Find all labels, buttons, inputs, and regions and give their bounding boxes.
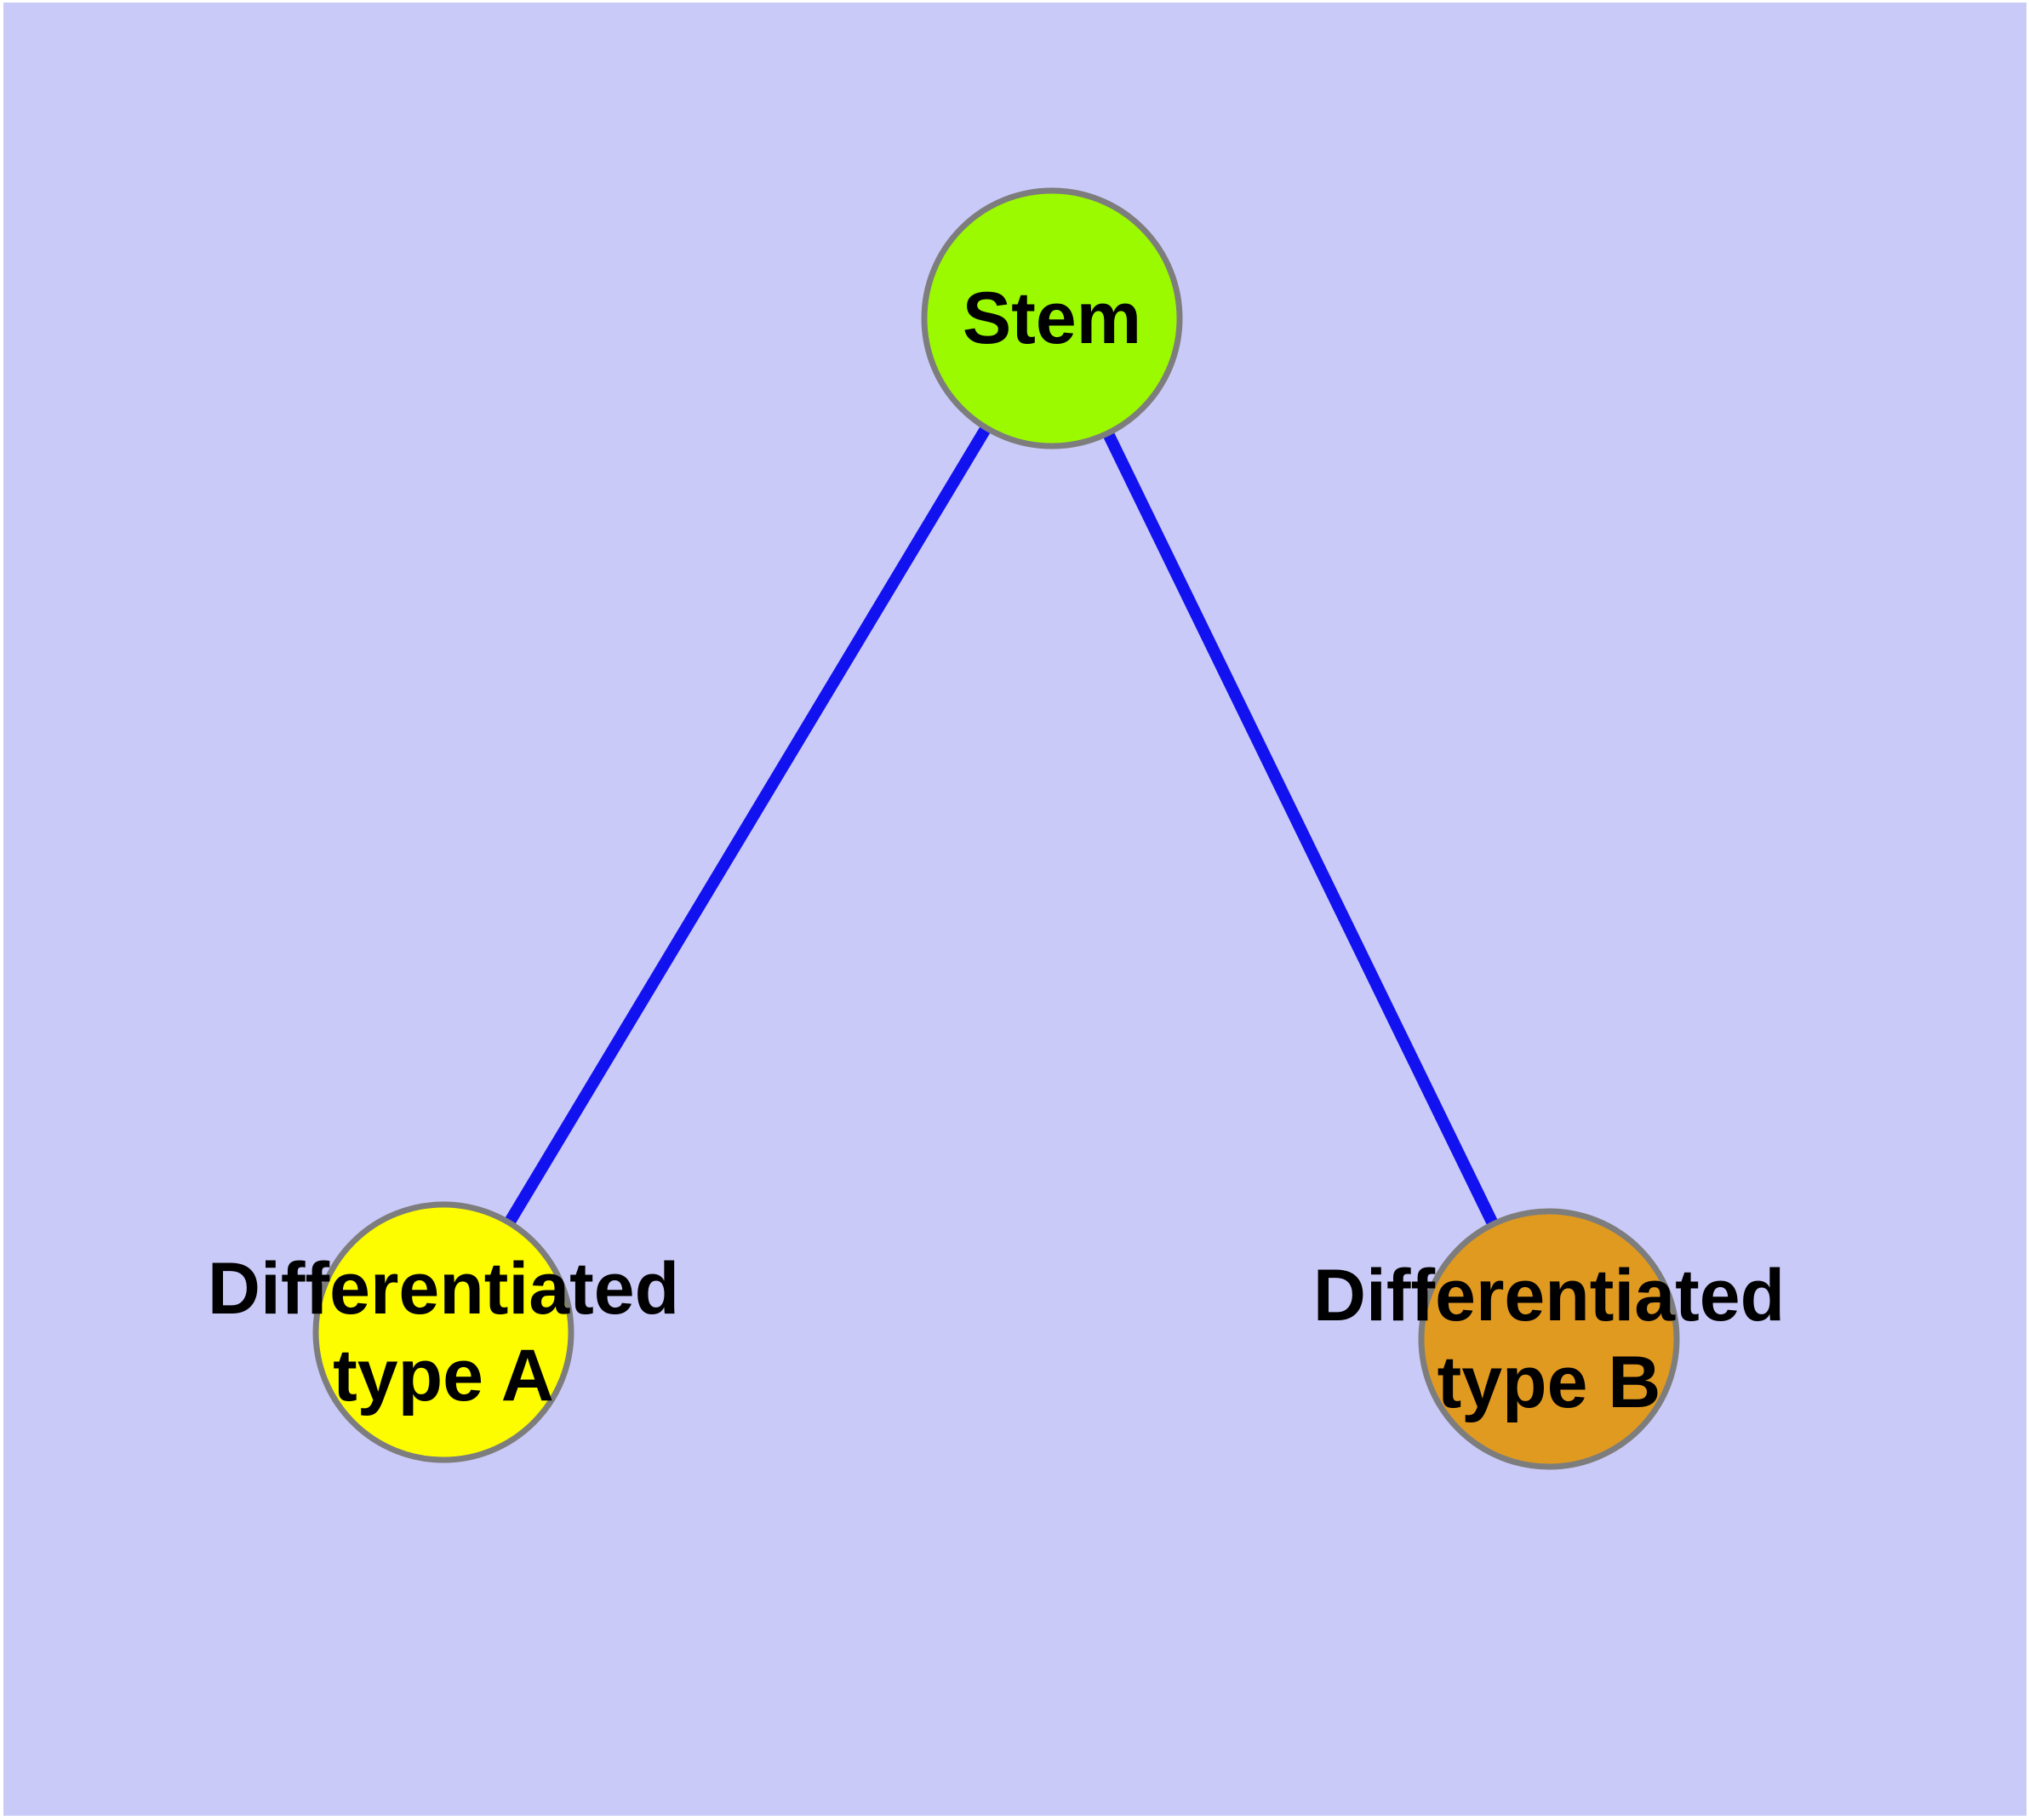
type-b-node: Differentiated type B bbox=[1313, 1208, 1785, 1470]
stem-node-label: Stem bbox=[963, 278, 1141, 359]
type-a-node-label-line2: type A bbox=[333, 1335, 554, 1417]
type-b-node-label-line1: Differentiated bbox=[1313, 1255, 1785, 1336]
type-a-node-label-line1: Differentiated bbox=[208, 1248, 679, 1330]
stem-node-circle bbox=[921, 187, 1183, 449]
edge-stem-to-type-a bbox=[437, 315, 1058, 1336]
type-b-node-label-line2: type B bbox=[1437, 1342, 1661, 1423]
edge-stem-to-type-b bbox=[1046, 315, 1555, 1342]
type-a-node-circle bbox=[312, 1201, 574, 1463]
stem-node: Stem bbox=[921, 187, 1183, 449]
type-b-node-circle bbox=[1418, 1208, 1680, 1470]
type-a-node: Differentiated type A bbox=[208, 1201, 679, 1463]
